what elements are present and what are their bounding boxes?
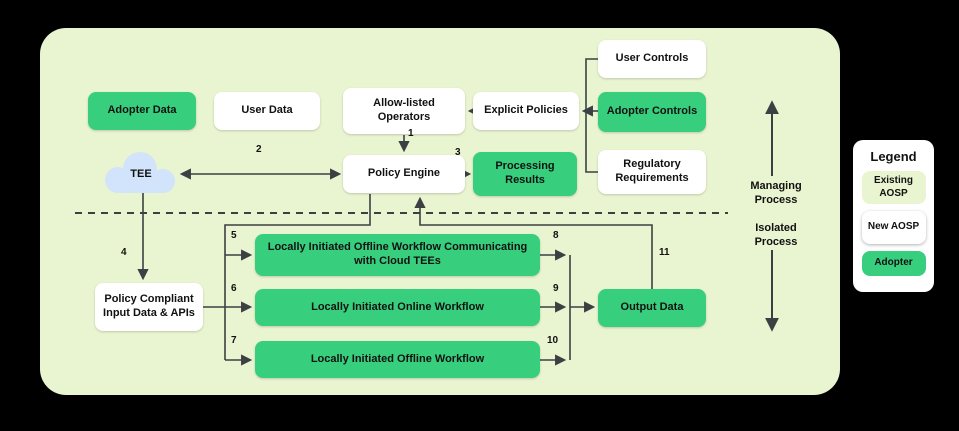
node-user-data: User Data bbox=[214, 92, 320, 130]
node-adopter-controls: Adopter Controls bbox=[598, 92, 706, 132]
step-number-2: 2 bbox=[256, 144, 262, 155]
tee-cloud-icon bbox=[105, 152, 175, 193]
node-explicit-policies: Explicit Policies bbox=[473, 92, 579, 130]
node-workflow-offline: Locally Initiated Offline Workflow bbox=[255, 341, 540, 378]
step-number-7: 7 bbox=[231, 335, 237, 346]
step-number-10: 10 bbox=[547, 335, 559, 346]
node-workflow-offline-cloud-tees: Locally Initiated Offline Workflow Commu… bbox=[255, 234, 540, 276]
node-user-controls: User Controls bbox=[598, 40, 706, 78]
node-policy-engine: Policy Engine bbox=[343, 155, 465, 193]
step-number-9: 9 bbox=[553, 283, 559, 294]
step-number-11: 11 bbox=[659, 247, 670, 258]
node-policy-compliant-input: Policy Compliant Input Data & APIs bbox=[95, 283, 203, 331]
step-number-3: 3 bbox=[455, 147, 461, 158]
legend-item-adopter: Adopter bbox=[861, 251, 926, 276]
legend-item-new-aosp: New AOSP bbox=[861, 211, 926, 244]
legend-panel: Legend Existing AOSP New AOSP Adopter bbox=[853, 140, 934, 292]
node-regulatory-requirements: Regulatory Requirements bbox=[598, 150, 706, 194]
managing-process-label: Managing Process bbox=[750, 180, 802, 207]
legend-title: Legend bbox=[870, 149, 917, 164]
node-workflow-online: Locally Initiated Online Workflow bbox=[255, 289, 540, 326]
node-adopter-data: Adopter Data bbox=[88, 92, 196, 130]
node-output-data: Output Data bbox=[598, 289, 706, 327]
step-number-6: 6 bbox=[231, 283, 237, 294]
legend-item-existing-aosp: Existing AOSP bbox=[861, 171, 926, 204]
step-number-8: 8 bbox=[553, 230, 559, 241]
tee-label: TEE bbox=[130, 168, 152, 180]
isolated-process-label: Isolated Process bbox=[754, 222, 798, 249]
step-number-5: 5 bbox=[231, 230, 237, 241]
node-allow-listed-operators: Allow-listed Operators bbox=[343, 88, 465, 134]
step-number-4: 4 bbox=[121, 247, 127, 258]
node-processing-results: Processing Results bbox=[473, 152, 577, 196]
step-number-1: 1 bbox=[408, 128, 414, 139]
